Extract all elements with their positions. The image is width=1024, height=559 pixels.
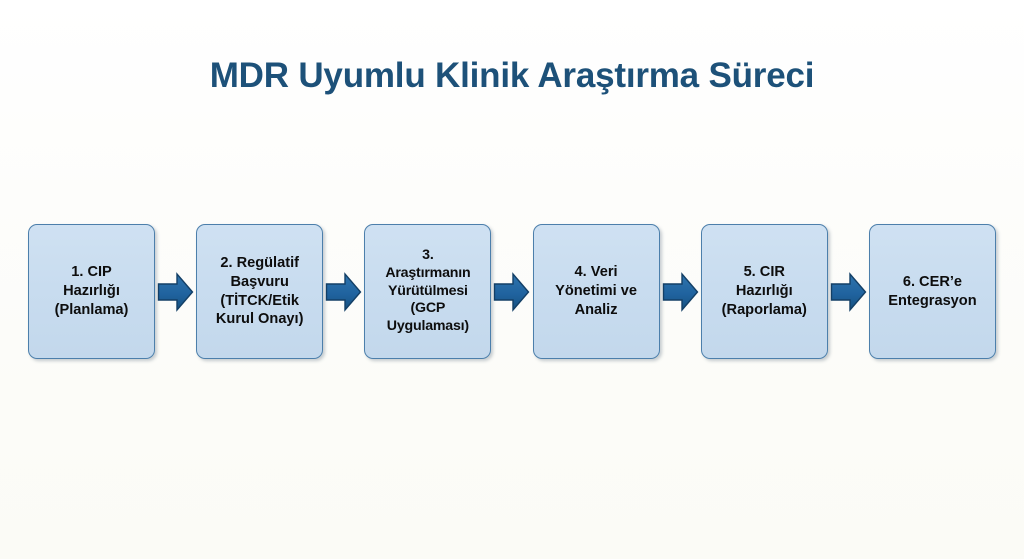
process-step-4-label: 4. Veri Yönetimi ve Analiz: [555, 264, 638, 318]
process-step-5-label: 5. CIR Hazırlığı (Raporlama): [721, 264, 807, 318]
right-arrow-icon: [325, 271, 362, 313]
process-step-1-label: 1. CIP Hazırlığı (Planlama): [54, 264, 129, 318]
process-step-6[interactable]: 6. CER’e Entegrasyon: [868, 224, 996, 359]
process-step-4[interactable]: 4. Veri Yönetimi ve Analiz: [532, 224, 660, 359]
page-title: MDR Uyumlu Klinik Araştırma Süreci: [209, 56, 815, 95]
process-step-2-label: 2. Regülatif Başvuru (TİTCK/Etik Kurul O…: [215, 254, 304, 328]
process-step-1[interactable]: 1. CIP Hazırlığı (Planlama): [28, 224, 155, 359]
process-step-3[interactable]: 3. Araştırmanın Yürütülmesi (GCP Uygulam…: [364, 224, 492, 359]
process-step-6-label: 6. CER’e Entegrasyon: [888, 273, 977, 309]
process-step-2[interactable]: 2. Regülatif Başvuru (TİTCK/Etik Kurul O…: [196, 224, 324, 359]
right-arrow-icon: [830, 271, 867, 313]
right-arrow-icon: [157, 271, 194, 313]
process-flow-diagram: 1. CIP Hazırlığı (Planlama) 2. Regülatif…: [28, 223, 996, 360]
right-arrow-icon: [493, 271, 530, 313]
right-arrow-icon: [662, 271, 699, 313]
process-step-3-label: 3. Araştırmanın Yürütülmesi (GCP Uygulam…: [385, 247, 471, 335]
process-step-5[interactable]: 5. CIR Hazırlığı (Raporlama): [700, 224, 828, 359]
